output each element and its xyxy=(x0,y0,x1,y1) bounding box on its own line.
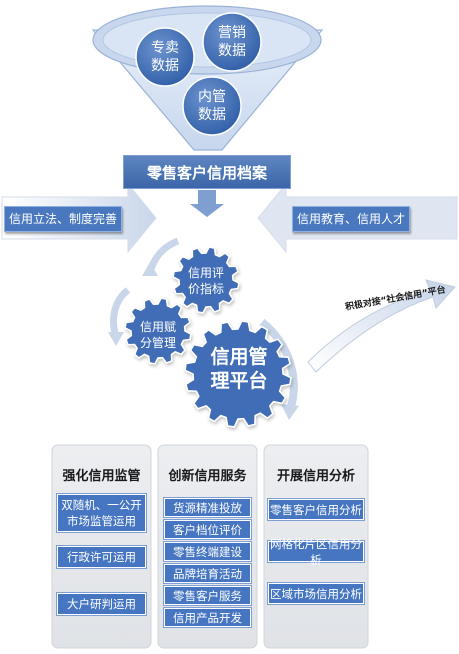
item-retail-analysis: 零售客户信用分析 xyxy=(268,499,364,520)
evaluation-index-gear xyxy=(172,246,240,314)
gear-left-shape xyxy=(124,297,192,365)
credit-archive-banner: 零售客户信用档案 xyxy=(123,155,291,189)
swoosh-arrow-icon xyxy=(307,279,456,373)
item-large-account: 大户研判运用 xyxy=(57,593,146,615)
item-precise-supply: 货源精准投放 xyxy=(164,498,251,517)
item-credit-product: 信用产品开发 xyxy=(164,608,251,627)
legislation-box: 信用立法、制度完善 xyxy=(4,206,122,232)
item-brand-activity: 品牌培育活动 xyxy=(164,564,251,583)
item-grid-analysis: 网格化片区信用分析 xyxy=(268,536,364,567)
credit-platform-gear xyxy=(184,320,292,428)
score-management-gear xyxy=(124,297,192,365)
item-double-random: 双随机、一公开市场监管运用 xyxy=(57,494,146,532)
marketing-data-label: 营销数据 xyxy=(218,25,246,59)
internal-data-label: 内管数据 xyxy=(198,89,226,123)
item-customer-grade: 客户档位评价 xyxy=(164,520,251,539)
down-arrow-icon xyxy=(190,190,224,217)
score-management-label: 信用赋分管理 xyxy=(139,320,176,350)
item-regional-analysis: 区域市场信用分析 xyxy=(268,583,364,604)
gear-big-shape xyxy=(184,320,292,428)
column-title-analysis: 开展信用分析 xyxy=(276,469,355,484)
item-terminal-build: 零售终端建设 xyxy=(164,542,251,561)
evaluation-index-label: 信用评价指标 xyxy=(187,266,224,296)
item-customer-service: 零售客户服务 xyxy=(164,586,251,605)
sales-data-circle xyxy=(135,27,195,87)
item-admin-license: 行政许可运用 xyxy=(57,546,146,568)
marketing-data-circle xyxy=(202,12,262,72)
column-title-supervision: 强化信用监管 xyxy=(62,469,141,484)
column-title-service: 创新信用服务 xyxy=(168,469,247,484)
sales-data-label: 专卖数据 xyxy=(151,40,179,74)
education-box: 信用教育、信用人才 xyxy=(292,206,410,232)
gear-top-shape xyxy=(172,246,240,314)
credit-platform-label: 信用管理平台 xyxy=(210,346,268,392)
internal-data-circle xyxy=(182,76,242,136)
